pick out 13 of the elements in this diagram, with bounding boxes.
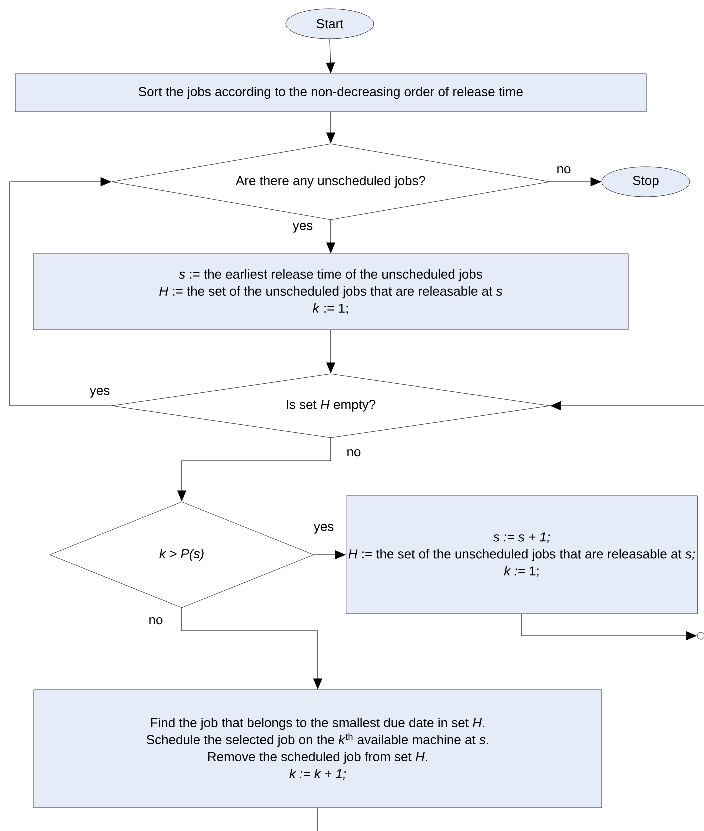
stop-terminal: Stop: [602, 166, 690, 198]
process-box: s := s + 1; H := the set of the unscheduled jobs that are releasable at s; k := 1;: [346, 496, 698, 614]
process-box: Sort the jobs according to the non-decreasing order of release time: [15, 74, 647, 112]
process-box: s := the earliest release time of the unscheduled jobs H := the set of the unscheduled jobs that are releasable at s k := 1;: [33, 254, 629, 330]
start-terminal: Start: [286, 8, 374, 40]
edge-label: yes: [88, 387, 112, 399]
edge-label: no: [346, 448, 362, 458]
arrow: [10, 177, 112, 406]
edge-label: yes: [312, 523, 336, 535]
edge-label: no: [148, 616, 164, 626]
edge-label: no: [556, 165, 572, 175]
process-box: Find the job that belongs to the smallest due date in set H. Schedule the selected job on the k$^{th}$ available machine at s. Remove the scheduled job from set H. k := k + 1;: [34, 690, 602, 808]
edge-label: yes: [292, 222, 314, 234]
